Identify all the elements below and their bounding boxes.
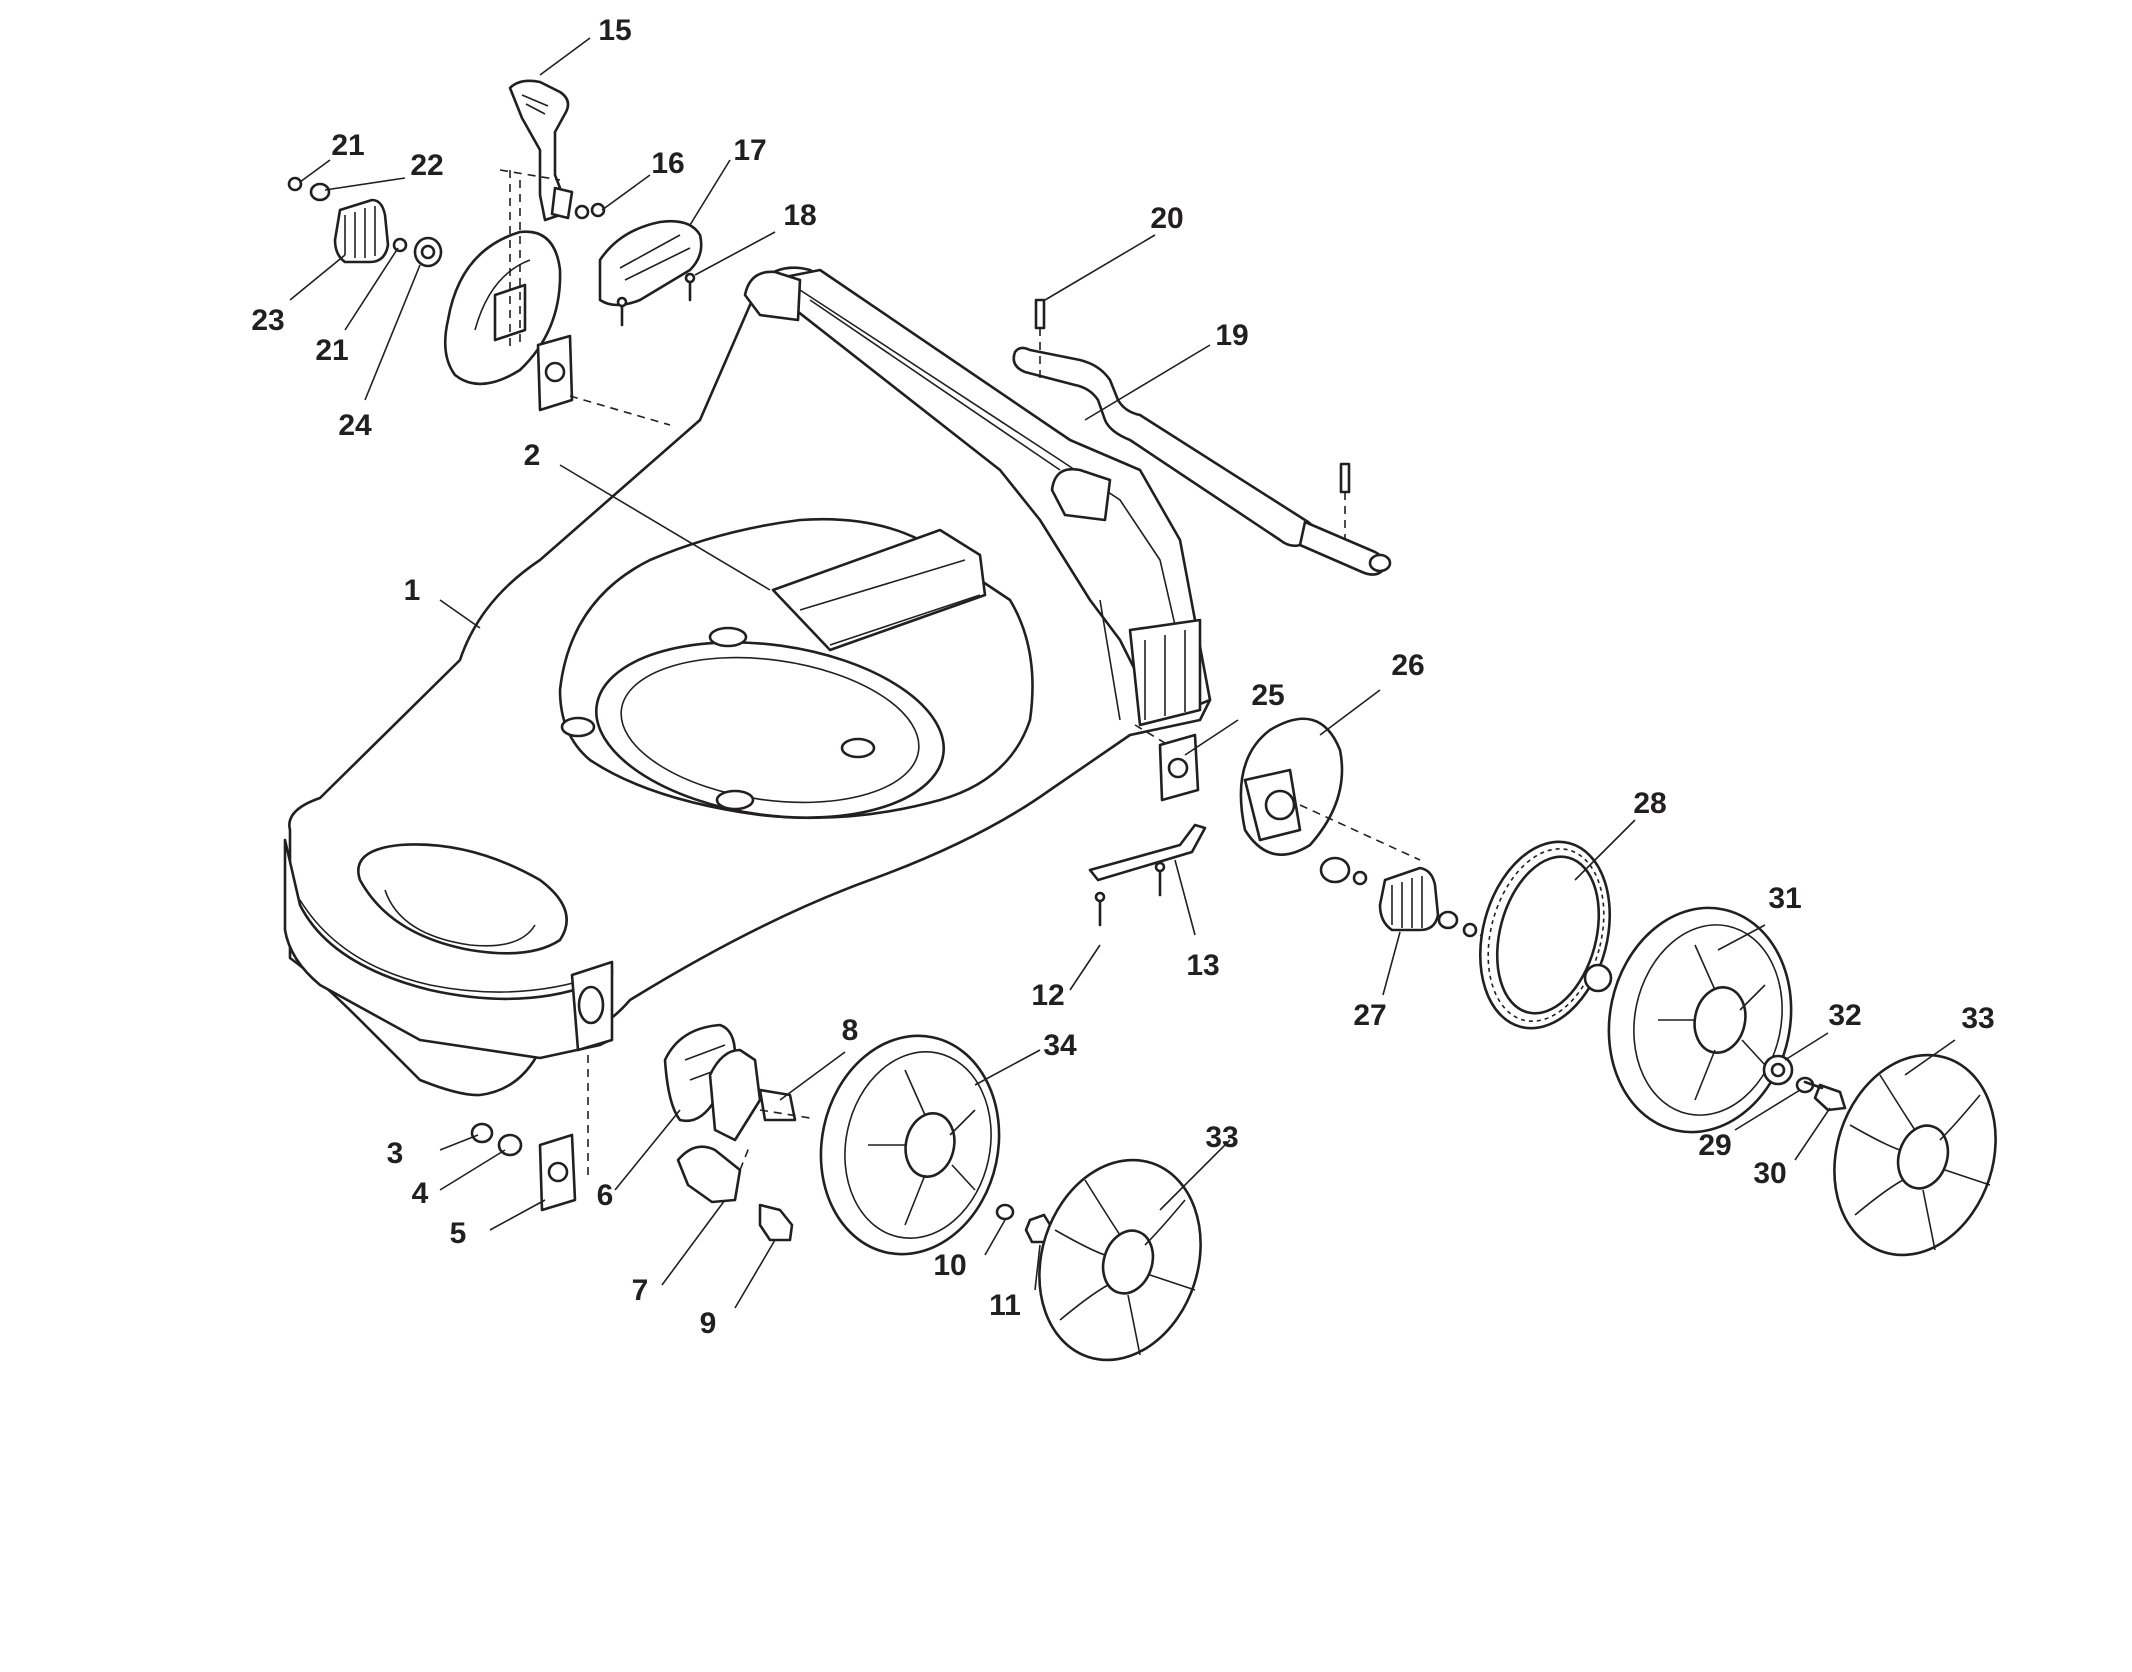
callout-21-top: 21 [331, 129, 364, 162]
callout-1: 1 [404, 574, 421, 607]
callout-28: 28 [1633, 787, 1666, 820]
callout-4: 4 [412, 1177, 429, 1210]
callout-24: 24 [338, 409, 372, 442]
callout-27: 27 [1353, 999, 1386, 1032]
height-lever-assembly [287, 79, 703, 426]
callout-3: 3 [387, 1137, 404, 1170]
callout-31: 31 [1768, 882, 1801, 915]
callout-6: 6 [597, 1179, 614, 1212]
callout-17: 17 [733, 134, 766, 167]
rear-axle-assembly [1012, 298, 1392, 576]
callout-26: 26 [1391, 649, 1424, 682]
callout-11: 11 [989, 1289, 1021, 1322]
callout-34: 34 [1043, 1029, 1077, 1062]
callout-19: 19 [1215, 319, 1248, 352]
front-wheel-assembly [470, 1023, 1202, 1362]
leader-lines [289, 37, 1956, 1309]
callout-20: 20 [1150, 202, 1183, 235]
callout-30: 30 [1753, 1157, 1786, 1190]
callout-33-left: 33 [1205, 1121, 1238, 1154]
callout-10: 10 [933, 1249, 966, 1282]
callout-5: 5 [450, 1217, 467, 1250]
mower-deck [283, 266, 1212, 1097]
callout-2: 2 [524, 439, 541, 472]
callout-15: 15 [598, 14, 631, 47]
callout-21-bottom: 21 [315, 334, 348, 367]
callout-7: 7 [632, 1274, 649, 1307]
callout-29: 29 [1698, 1129, 1731, 1162]
callout-23: 23 [251, 304, 284, 337]
callout-25: 25 [1251, 679, 1284, 712]
callout-9: 9 [700, 1307, 717, 1340]
callout-labels: 1 2 3 4 5 6 7 8 9 10 11 12 13 15 16 17 1… [251, 14, 1994, 1340]
callout-13: 13 [1186, 949, 1219, 982]
callout-8: 8 [842, 1014, 859, 1047]
callout-12: 12 [1031, 979, 1064, 1012]
callout-18: 18 [783, 199, 816, 232]
callout-33-right: 33 [1961, 1002, 1994, 1035]
callout-22: 22 [410, 149, 443, 182]
rear-wheel-assembly [1088, 717, 1997, 1257]
callout-32: 32 [1828, 999, 1861, 1032]
callout-16: 16 [651, 147, 684, 180]
